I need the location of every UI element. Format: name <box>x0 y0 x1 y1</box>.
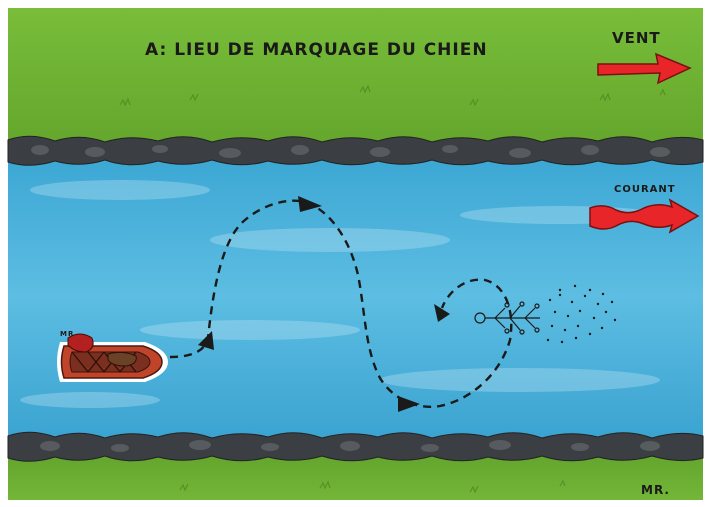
current-label: COURANT <box>614 184 676 195</box>
top-rock-bank <box>7 135 704 166</box>
scent-particles <box>546 284 617 344</box>
grass-tufts <box>119 84 666 494</box>
diagram-title: A: LIEU DE MARQUAGE DU CHIEN <box>145 40 488 60</box>
boat-tag: MR <box>60 330 74 338</box>
current-arrow-icon <box>589 198 700 234</box>
path-arrow-1-icon <box>198 331 214 350</box>
path-arrow-3-icon <box>398 396 420 412</box>
path-arrow-4-icon <box>434 304 450 322</box>
marking-point-icon <box>474 301 540 335</box>
artist-signature: MR. <box>641 483 670 497</box>
path-arrow-2-icon <box>298 196 322 212</box>
top-grass-bank <box>8 8 703 148</box>
search-boat: MR <box>57 330 168 382</box>
wind-label: VENT <box>612 29 661 47</box>
wind-arrow-icon <box>597 52 692 85</box>
river-water <box>8 150 703 442</box>
